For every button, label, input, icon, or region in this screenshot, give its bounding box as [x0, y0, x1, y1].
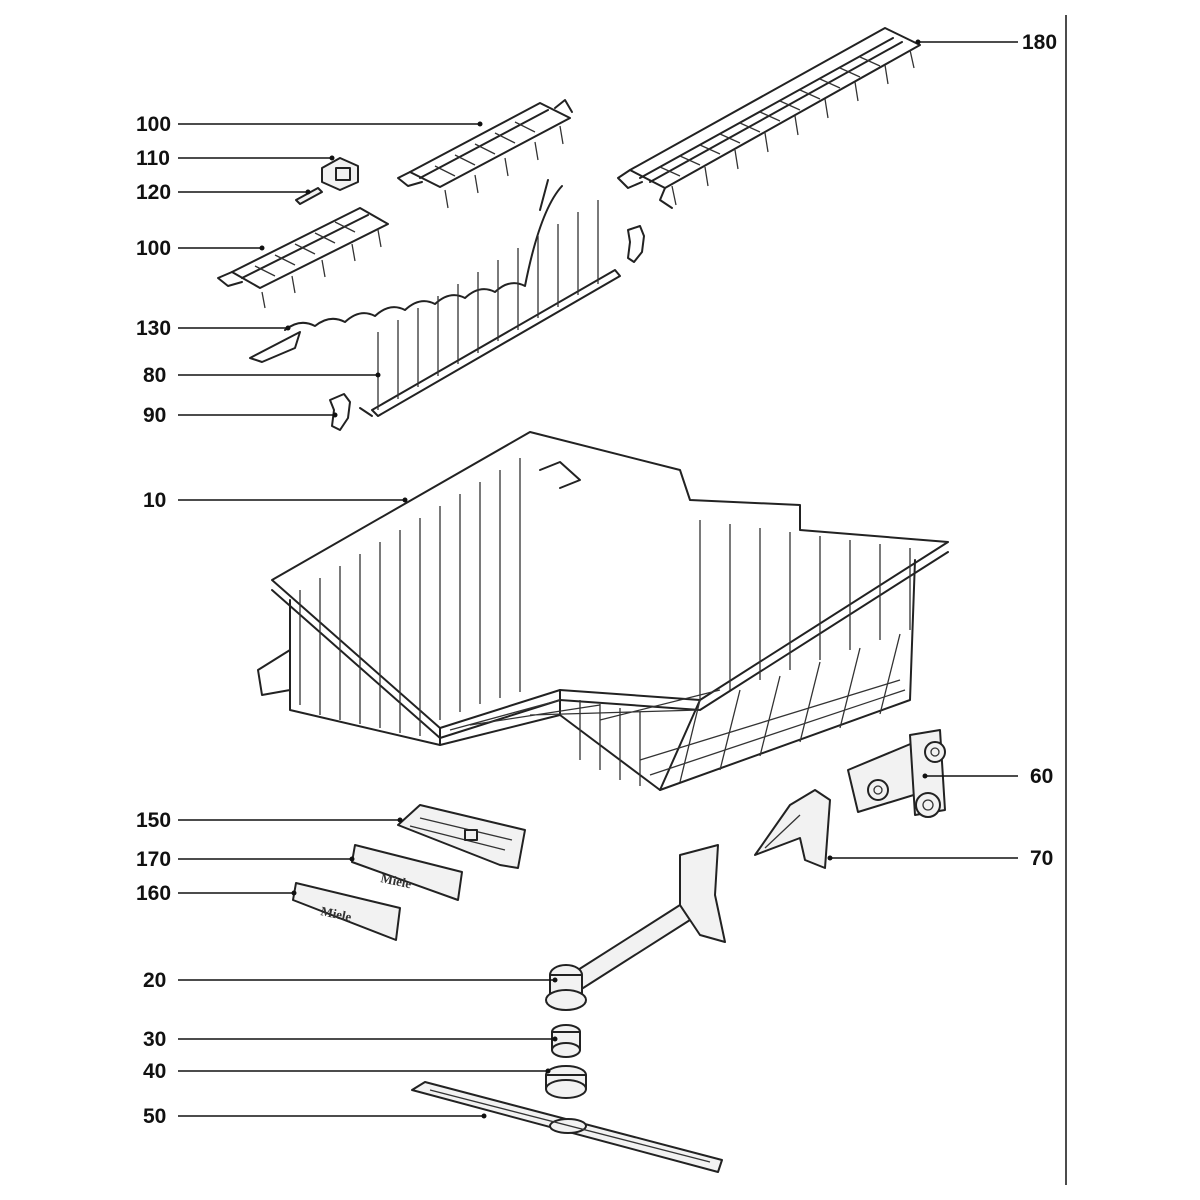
- callout-90: 90: [143, 404, 338, 427]
- callout-150: 150: [136, 809, 403, 832]
- callout-100-lower: 100: [136, 237, 265, 260]
- callout-180: 180: [915, 31, 1057, 54]
- part-170-cover: Miele: [351, 844, 463, 901]
- callout-70: 70: [827, 847, 1053, 870]
- part-100-lower-cup-rack: [217, 207, 389, 309]
- callout-120-label: 120: [136, 181, 171, 204]
- part-10-upper-basket: [257, 431, 949, 791]
- cover-160-brand-mark: Miele: [319, 903, 353, 924]
- part-110-clip: [321, 157, 359, 191]
- callout-10-label: 10: [143, 489, 166, 512]
- callout-90-label: 90: [143, 404, 166, 427]
- callout-10: 10: [143, 489, 408, 512]
- callout-30: 30: [143, 1028, 558, 1051]
- callout-130-label: 130: [136, 317, 171, 340]
- callout-50-label: 50: [143, 1105, 166, 1128]
- cover-170-brand-mark: Miele: [379, 870, 413, 891]
- part-120-pin: [295, 187, 323, 205]
- callout-70-label: 70: [1030, 847, 1053, 870]
- part-40-nut: [545, 1065, 587, 1099]
- callout-100-lower-label: 100: [136, 237, 171, 260]
- callout-20-label: 20: [143, 969, 166, 992]
- part-20-spray-arm: [545, 844, 726, 1011]
- part-80-tine-rack: [359, 200, 621, 417]
- callout-160-label: 160: [136, 882, 171, 905]
- callout-150-label: 150: [136, 809, 171, 832]
- callout-20: 20: [143, 969, 558, 992]
- callout-50: 50: [143, 1105, 487, 1128]
- callout-110: 110: [136, 147, 335, 170]
- callout-160: 160: [136, 882, 297, 905]
- callout-40: 40: [143, 1060, 551, 1083]
- part-100-upper-cup-rack: [397, 99, 573, 209]
- part-30-bushing: [551, 1024, 581, 1058]
- callout-80-label: 80: [143, 364, 166, 387]
- callout-170-label: 170: [136, 848, 171, 871]
- part-180-long-cup-rack: [617, 27, 921, 209]
- callout-80: 80: [143, 364, 381, 387]
- callout-60-label: 60: [1030, 765, 1053, 788]
- callout-120: 120: [136, 181, 311, 204]
- callout-110-label: 110: [136, 147, 170, 170]
- callout-100-upper: 100: [136, 113, 483, 136]
- callout-100-upper-label: 100: [136, 113, 171, 136]
- part-90-holder-clip: [329, 225, 645, 431]
- part-130-wavy-wire: [249, 179, 563, 363]
- callout-30-label: 30: [143, 1028, 166, 1051]
- callout-170: 170: [136, 848, 355, 871]
- part-150-module: [397, 804, 526, 869]
- part-60-roller-carrier: [847, 729, 946, 818]
- callout-40-label: 40: [143, 1060, 166, 1083]
- part-50-spray-arm: [411, 1081, 723, 1173]
- part-160-cover: Miele: [292, 882, 401, 941]
- callout-130: 130: [136, 317, 291, 340]
- callout-60: 60: [922, 765, 1053, 788]
- part-70-handle: [754, 789, 831, 869]
- callout-180-label: 180: [1022, 31, 1057, 54]
